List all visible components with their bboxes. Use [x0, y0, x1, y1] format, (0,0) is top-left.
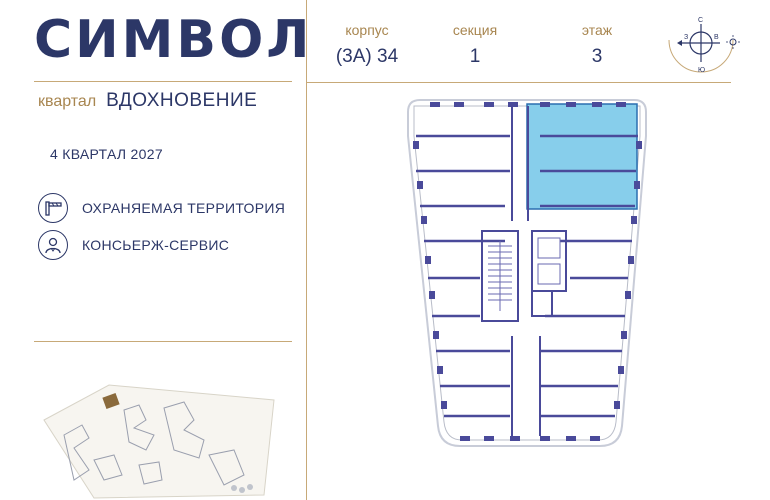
floor-plan [407, 99, 647, 447]
divider-top-right [306, 82, 731, 83]
compass-south: Ю [698, 67, 705, 74]
feature-concierge: КОНСЬЕРЖ-СЕРВИС [38, 230, 229, 260]
vertical-divider [306, 0, 307, 500]
barrier-icon [38, 193, 68, 223]
building-value: (3А) 34 [335, 46, 399, 67]
info-building: корпус (3А) 34 [312, 22, 422, 68]
compass-west: З [684, 34, 688, 41]
section-label: секция [452, 22, 498, 38]
selected-apartment[interactable] [526, 103, 638, 210]
quarter-label: квартал [38, 93, 97, 110]
quarter-row: квартал ВДОХНОВЕНИЕ [38, 90, 257, 112]
floor-value: 3 [591, 46, 603, 67]
compass-icon: С Ю З В [668, 17, 740, 74]
feature-concierge-label: КОНСЬЕРЖ-СЕРВИС [82, 237, 230, 253]
building-marker [102, 392, 120, 410]
feature-security: ОХРАНЯЕМАЯ ТЕРРИТОРИЯ [38, 193, 285, 223]
info-section: секция 1 [420, 22, 530, 68]
info-floor: этаж 3 [542, 22, 652, 68]
section-value: 1 [469, 46, 481, 67]
quarter-name: ВДОХНОВЕНИЕ [106, 90, 258, 111]
concierge-icon [38, 230, 68, 260]
building-label: корпус [345, 22, 389, 38]
site-map [43, 384, 275, 499]
completion-date: 4 КВАРТАЛ 2027 [50, 146, 163, 162]
divider-middle-left [34, 341, 292, 342]
compass-east: В [714, 34, 719, 41]
brand-logo: СИМВОЛ [34, 10, 313, 70]
floor-label: этаж [581, 22, 613, 38]
divider-top-left [34, 81, 292, 82]
compass-north: С [698, 17, 703, 24]
feature-security-label: ОХРАНЯЕМАЯ ТЕРРИТОРИЯ [82, 200, 286, 216]
